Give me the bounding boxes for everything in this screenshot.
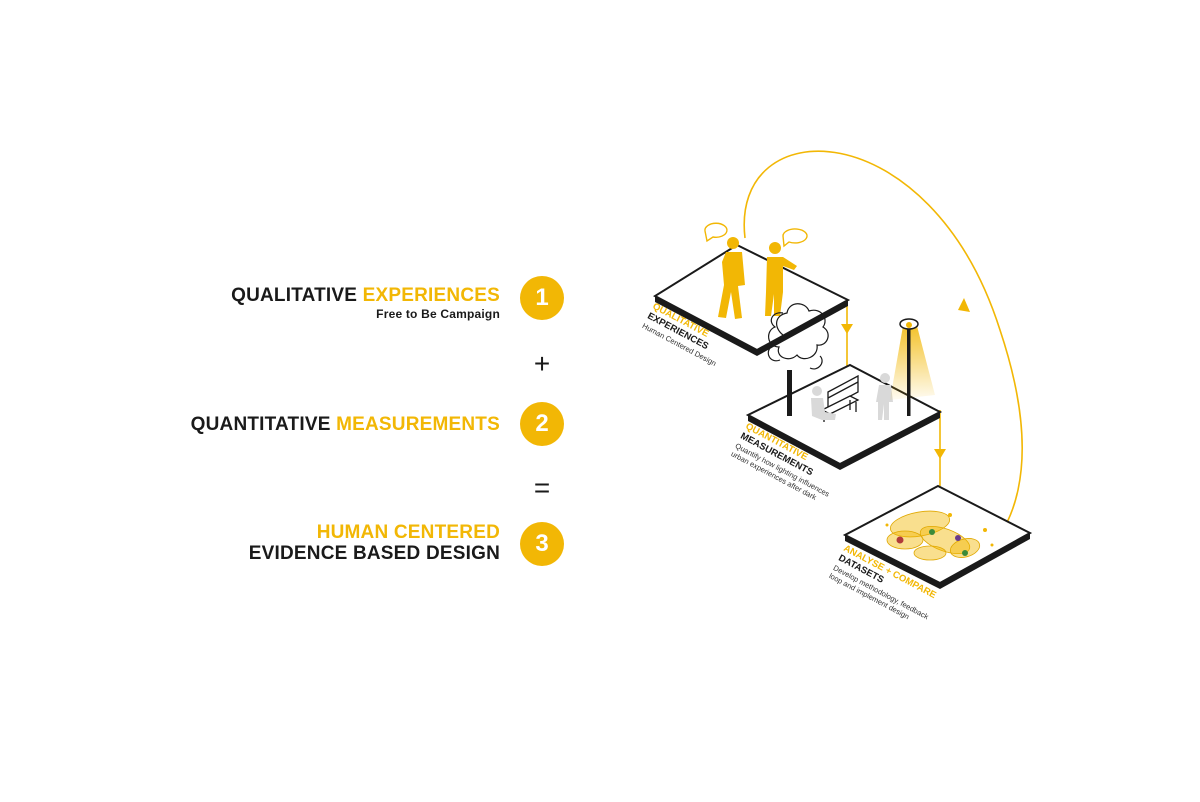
feedback-arrow-icon <box>958 298 970 312</box>
step-3-label: HUMAN CENTERED EVIDENCE BASED DESIGN <box>249 522 500 564</box>
equals-operator: = <box>533 472 551 503</box>
tree-icon <box>767 303 829 370</box>
speech-bubble-icon <box>704 222 808 248</box>
street-lamp-icon <box>890 318 935 416</box>
down-arrow-icon <box>934 449 946 459</box>
step-3-title-line2: EVIDENCE BASED DESIGN <box>248 543 500 564</box>
step-2-label: QUANTITATIVE MEASUREMENTS <box>191 414 500 435</box>
step-1-title: QUALITATIVE EXPERIENCES <box>231 285 500 306</box>
step-1-subtitle: Free to Be Campaign <box>376 307 500 321</box>
walking-person-icon <box>718 237 745 319</box>
data-points <box>885 513 994 556</box>
standing-person-grey-icon <box>876 373 893 420</box>
step-3-title-line1: HUMAN CENTERED <box>316 522 500 543</box>
bench-icon <box>820 374 860 422</box>
down-arrow-icon <box>841 324 853 334</box>
seated-person-icon <box>811 386 836 420</box>
standing-person-icon <box>765 242 797 316</box>
step-2-badge: 2 <box>520 402 564 446</box>
step-1-badge: 1 <box>520 276 564 320</box>
plus-operator: + <box>533 348 551 379</box>
step-1-label: QUALITATIVE EXPERIENCES Free to Be Campa… <box>231 285 500 321</box>
step-3-badge: 3 <box>520 522 564 566</box>
platform-analyse: ANALYSE + COMPARE DATASETS Develop metho… <box>828 484 1033 621</box>
step-2-title: QUANTITATIVE MEASUREMENTS <box>190 414 500 435</box>
